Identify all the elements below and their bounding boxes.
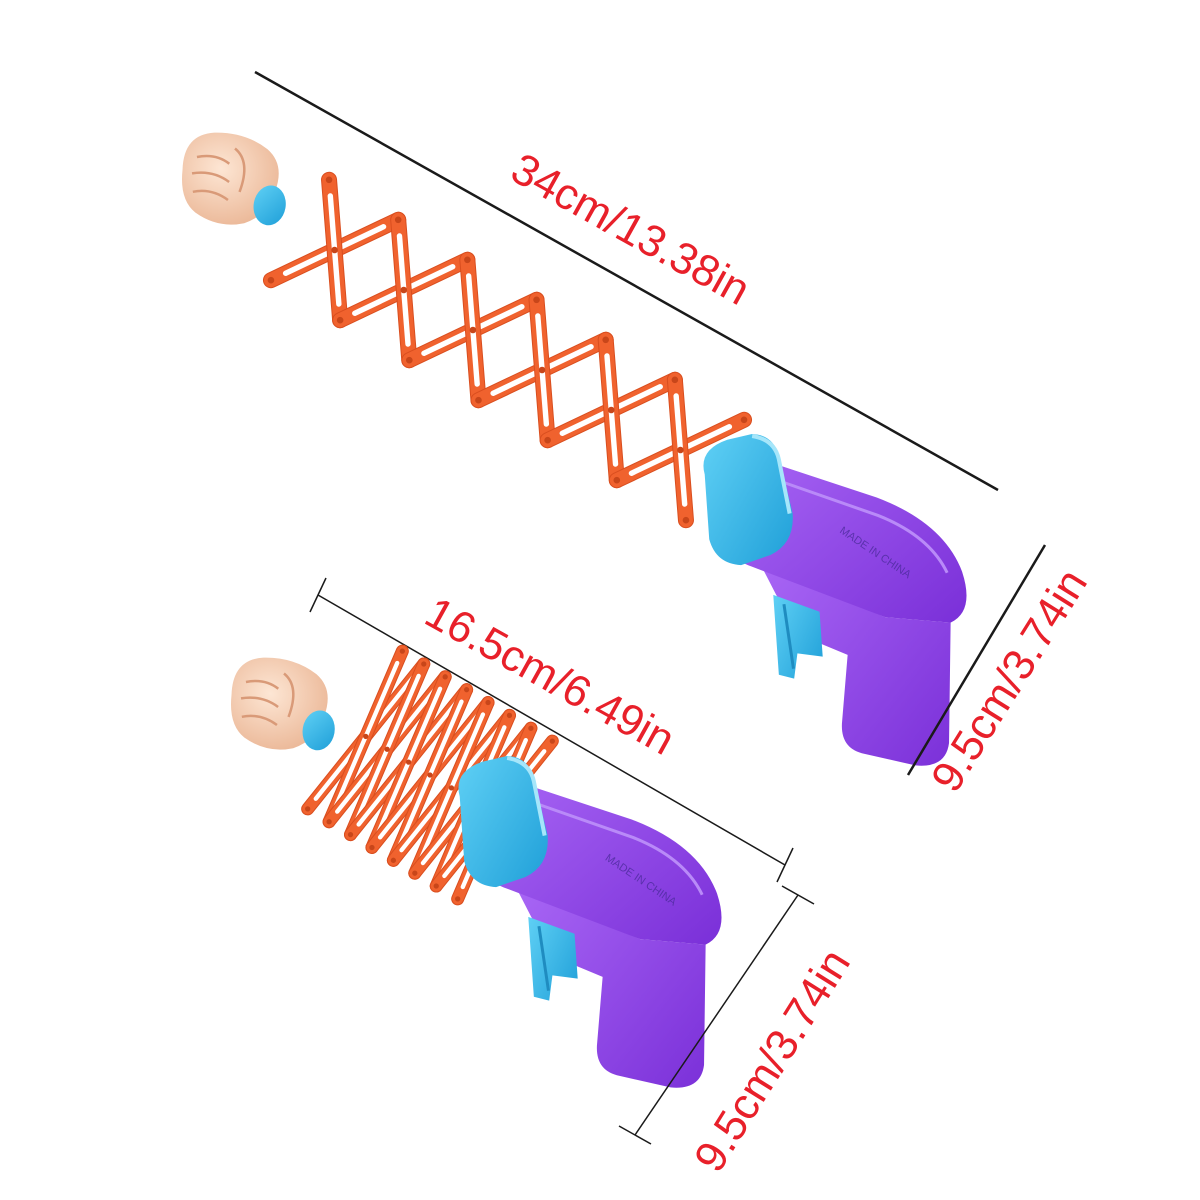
compressed-height-dimension-line bbox=[634, 894, 799, 1136]
extended-length-label: 34cm/13.38in bbox=[503, 144, 758, 315]
extended-length-dimension-line bbox=[254, 70, 999, 492]
compressed-length-dimension-line bbox=[317, 594, 786, 866]
toy-gun-icon: MADE IN CHINA bbox=[454, 739, 736, 1104]
fist-icon bbox=[221, 650, 347, 761]
fist-icon bbox=[172, 125, 298, 236]
compressed-height-label: 9.5cm/3.74in bbox=[685, 941, 860, 1181]
extended-scissor-arm bbox=[262, 171, 753, 529]
extended-height-dimension-line bbox=[906, 544, 1047, 776]
compressed-toy: MADE IN CHINA 16.5cm/6.49in 9.5cm/3.74in bbox=[221, 577, 860, 1181]
toy-gun-icon: MADE IN CHINA bbox=[699, 417, 981, 782]
